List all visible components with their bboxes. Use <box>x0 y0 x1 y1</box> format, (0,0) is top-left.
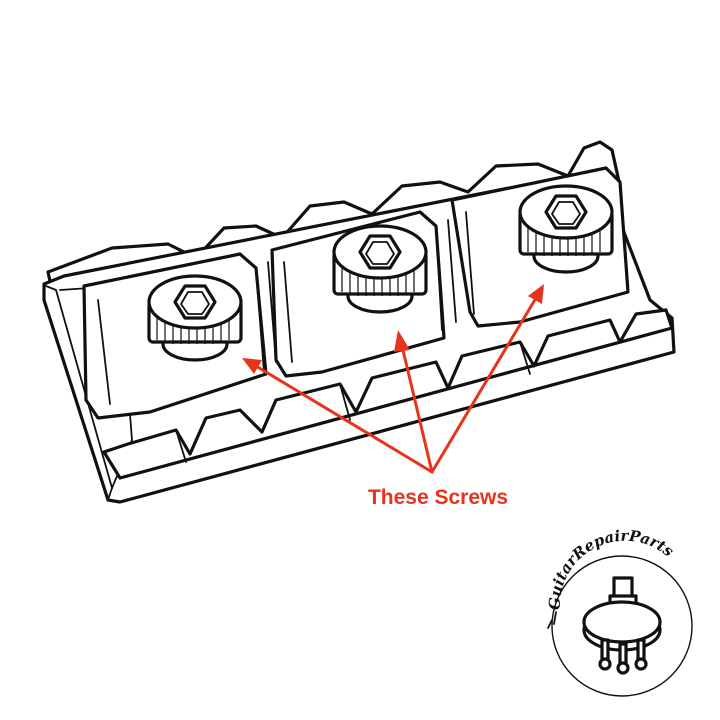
hex-socket-inner <box>551 201 581 225</box>
guitar-repair-parts-logo <box>547 555 693 697</box>
screw-right <box>518 184 614 274</box>
notch-line-2 <box>339 383 351 421</box>
arrow-to-right-screw <box>430 284 544 474</box>
potentiometer-icon <box>547 576 662 675</box>
arrow-to-middle-screw <box>394 330 434 474</box>
nut-left-end <box>45 285 113 501</box>
notch-line-3 <box>519 341 531 375</box>
gap-detail-2 <box>435 219 457 331</box>
clamp-middle-edge <box>283 261 293 363</box>
nut-front-lip <box>102 308 674 480</box>
gap-detail-1 <box>255 261 277 373</box>
arrow-to-left-screw <box>242 358 434 474</box>
notch-line-1 <box>175 429 187 463</box>
screw-left <box>147 274 243 362</box>
screw-middle <box>332 224 428 314</box>
clamp-right-edge <box>465 211 475 315</box>
hex-socket-inner <box>180 291 210 315</box>
callout-arrows <box>242 284 544 474</box>
clamp-left-edge <box>97 299 111 405</box>
wire-icon <box>547 611 557 629</box>
hex-socket-inner <box>365 241 395 265</box>
